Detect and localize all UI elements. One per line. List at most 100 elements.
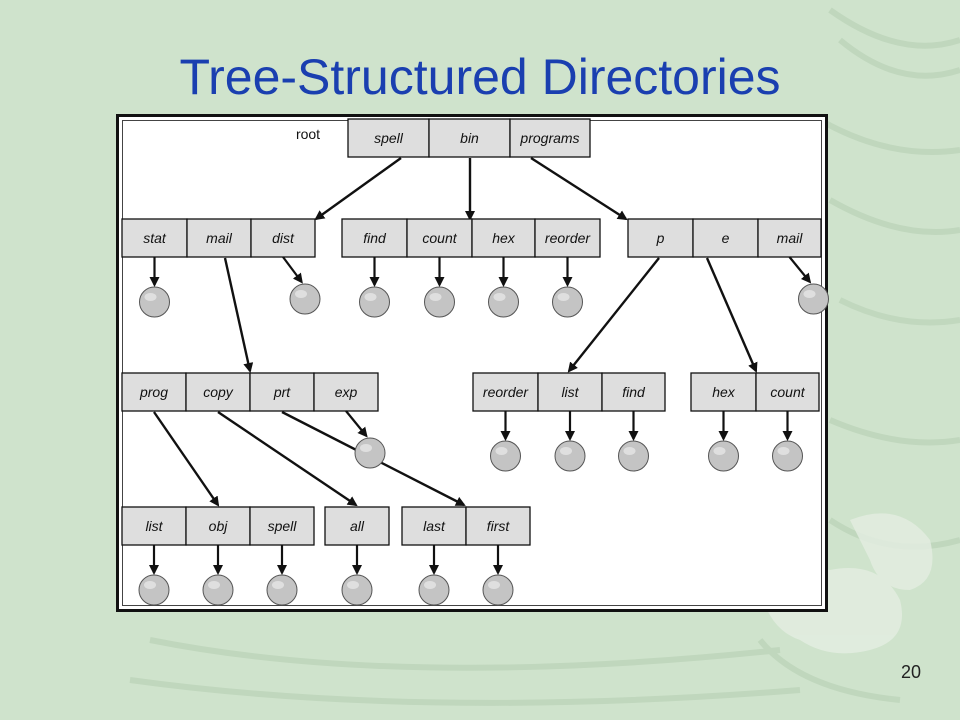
entry-label: hex <box>712 384 736 400</box>
file-sphere-highlight <box>495 447 508 455</box>
dir-entry-p-find: find <box>601 372 666 412</box>
entry-box <box>121 372 187 412</box>
directory-prog: list obj spell <box>121 506 315 546</box>
file-sphere-highlight <box>144 293 157 301</box>
dir-entry-programs-p: p <box>627 218 694 258</box>
entry-label: bin <box>460 130 479 146</box>
entry-label: all <box>350 518 365 534</box>
dir-entry-prt-last: last <box>401 506 467 546</box>
file-node-prt-first <box>482 545 514 606</box>
file-sphere <box>490 440 521 472</box>
entry-box <box>185 372 251 412</box>
file-sphere-highlight <box>713 447 726 455</box>
entry-box <box>185 506 251 546</box>
file-sphere-highlight <box>295 290 307 298</box>
dir-entry-spell-stat: stat <box>121 218 188 258</box>
file-node-spell-dist <box>282 256 321 315</box>
file-sphere <box>772 440 803 472</box>
file-sphere <box>488 286 519 318</box>
dir-entry-root-programs: programs <box>509 118 591 158</box>
file-node-prt-last <box>418 545 450 606</box>
file-node-bin-hex <box>488 257 519 318</box>
file-sphere <box>424 286 455 318</box>
file-sphere-highlight <box>560 447 572 455</box>
entry-box <box>324 506 390 546</box>
entry-label: find <box>363 230 387 246</box>
file-sphere <box>289 283 321 315</box>
dir-entry-programs-mail: mail <box>757 218 822 258</box>
entry-label: copy <box>203 384 234 400</box>
entry-label: hex <box>492 230 516 246</box>
entry-box <box>341 218 408 258</box>
entry-label: last <box>423 518 446 534</box>
link-programs-e-to-e <box>705 257 758 373</box>
file-sphere-highlight <box>208 581 220 589</box>
dir-entry-mail-prt: prt <box>249 372 315 412</box>
dir-entry-prog-spell: spell <box>249 506 315 546</box>
dir-entry-root-spell: spell <box>347 118 430 158</box>
file-node-p-find <box>618 411 649 472</box>
file-sphere-highlight <box>360 444 372 452</box>
dir-entry-p-reorder: reorder <box>472 372 539 412</box>
link-programs-p-to-p <box>567 257 660 373</box>
directory-root: spell bin programs <box>347 118 591 158</box>
file-sphere <box>708 440 739 472</box>
file-sphere-highlight <box>623 447 636 455</box>
file-sphere <box>202 574 234 606</box>
file-node-bin-reorder <box>552 257 583 318</box>
entry-label: first <box>487 518 511 534</box>
entry-label: mail <box>777 230 804 246</box>
entry-box <box>249 372 315 412</box>
slide-title: Tree-Structured Directories <box>179 49 781 105</box>
file-node-programs-mail <box>788 256 829 315</box>
directory-prt: last first <box>401 506 531 546</box>
entry-label: list <box>145 518 163 534</box>
dir-entry-prog-obj: obj <box>185 506 251 546</box>
file-sphere-highlight <box>488 581 500 589</box>
entry-box <box>313 372 379 412</box>
file-link <box>282 256 303 284</box>
file-node-copy-all <box>341 545 373 606</box>
dir-entry-e-count: count <box>755 372 820 412</box>
entry-box <box>472 372 539 412</box>
link-root-programs-to-programs <box>530 156 628 221</box>
file-sphere <box>618 440 649 472</box>
entry-label: programs <box>519 130 579 146</box>
dir-entry-copy-all: all <box>324 506 390 546</box>
directory-copy: all <box>324 506 390 546</box>
dir-entry-bin-hex: hex <box>471 218 536 258</box>
entry-label: exp <box>335 384 358 400</box>
dir-entry-e-hex: hex <box>690 372 757 412</box>
file-sphere-highlight <box>424 581 436 589</box>
file-node-spell-stat <box>139 257 170 318</box>
files-layer <box>138 256 829 606</box>
entry-label: p <box>656 230 665 246</box>
dir-entry-mail-exp: exp <box>313 372 379 412</box>
file-node-prog-spell <box>266 545 298 606</box>
entry-box <box>249 506 315 546</box>
dir-entry-bin-find: find <box>341 218 408 258</box>
link-mail-prog-to-prog <box>153 411 220 507</box>
dir-entry-p-list: list <box>537 372 603 412</box>
entry-label: mail <box>206 230 233 246</box>
file-sphere <box>552 286 583 318</box>
entry-label: obj <box>209 518 229 534</box>
page-number: 20 <box>900 662 921 682</box>
file-sphere <box>139 286 170 318</box>
directory-mail: prog copy prt exp <box>121 372 379 412</box>
file-link <box>788 256 812 284</box>
dir-entry-bin-reorder: reorder <box>534 218 601 258</box>
entry-label: prog <box>139 384 168 400</box>
directory-e: hex count <box>690 372 820 412</box>
file-sphere-highlight <box>493 293 506 301</box>
file-node-p-list <box>554 411 586 472</box>
links-layer <box>153 156 758 507</box>
file-link <box>345 410 368 438</box>
file-sphere-highlight <box>777 447 790 455</box>
entry-box <box>755 372 820 412</box>
entry-label: spell <box>374 130 404 146</box>
entry-label: prt <box>273 384 291 400</box>
